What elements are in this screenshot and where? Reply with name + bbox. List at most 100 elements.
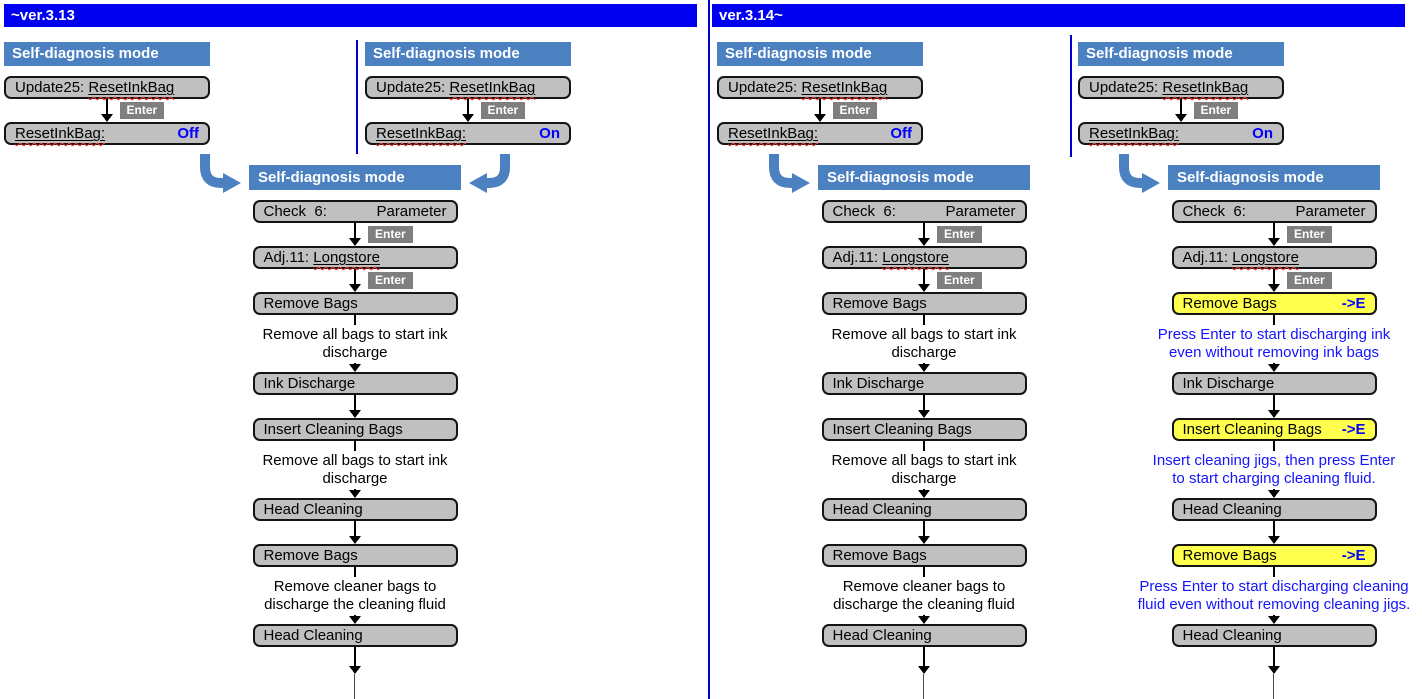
box-label: Insert Cleaning Bags	[832, 421, 972, 438]
box-label: Check 6:	[1182, 203, 1246, 220]
enter-key-badge: Enter	[937, 226, 982, 243]
misspelled-word: ResetInkBag:	[728, 125, 819, 142]
misspelled-word: ResetInkBag:	[376, 125, 467, 142]
flow-connector: Enter	[822, 223, 1027, 246]
flow-connector	[253, 363, 458, 372]
flow-connector	[822, 315, 1027, 325]
box-label: Head Cleaning	[263, 627, 363, 644]
note-line: Remove all bags to start ink	[262, 326, 448, 343]
arrowhead-icon	[100, 114, 113, 122]
flow-connector	[822, 441, 1027, 451]
flow-step-box: Remove Bags	[821, 544, 1027, 567]
flow-step-box: Head Cleaning	[821, 498, 1027, 521]
box-label: Adj.11: Longstore	[1183, 249, 1299, 266]
connector-line	[354, 441, 356, 451]
arrowhead-icon	[918, 616, 930, 624]
menu-label: Update25: ResetInkBag	[15, 79, 175, 96]
flow-connector: Enter	[717, 99, 922, 122]
curved-elbow-arrow-icon	[769, 154, 810, 193]
note-line: fluid even without removing cleaning jig…	[1137, 596, 1411, 613]
lcd-menu-box: Update25: ResetInkBag	[717, 76, 923, 99]
box-label: Check 6:	[832, 203, 896, 220]
lcd-menu-box: Update25: ResetInkBag	[365, 76, 571, 99]
divider-line-main	[708, 0, 710, 699]
arrowhead-icon	[813, 114, 826, 122]
connector-line	[923, 395, 925, 412]
arrowhead-icon	[1268, 536, 1280, 544]
arrowhead-icon	[461, 114, 474, 122]
note-line: discharge	[891, 470, 957, 487]
flow-connector	[253, 567, 458, 577]
box-right-value: ->E	[1341, 295, 1366, 312]
connector-line	[1273, 223, 1275, 240]
flow-connector	[1172, 441, 1377, 451]
flow-connector: Enter	[253, 269, 458, 292]
box-label: Head Cleaning	[1182, 627, 1282, 644]
flow-step-box: Remove Bags	[252, 292, 458, 315]
box-right-value: Parameter	[1295, 203, 1366, 220]
flow-connector	[1172, 489, 1377, 498]
box-label: Head Cleaning	[832, 501, 932, 518]
box-label: Remove Bags	[1182, 295, 1277, 312]
menu-label: Update25: ResetInkBag	[1089, 79, 1249, 96]
connector-line	[354, 521, 356, 538]
connector-line	[923, 441, 925, 451]
lcd-result-box: ResetInkBag: On	[365, 122, 571, 145]
box-label: Remove Bags	[263, 295, 358, 312]
flow-connector	[253, 521, 458, 544]
arrowhead-icon	[918, 490, 930, 498]
trailing-line	[354, 674, 355, 699]
arrowhead-icon	[1268, 284, 1280, 292]
arrowhead-icon	[349, 536, 361, 544]
box-label: Insert Cleaning Bags	[263, 421, 403, 438]
note-line: Remove all bags to start ink	[831, 326, 1017, 343]
misspelled-word: ResetInkBag	[1162, 79, 1249, 96]
connector-line	[354, 223, 356, 240]
box-label: Remove Bags	[832, 547, 927, 564]
flow-header-row: Self-diagnosis mode	[200, 154, 510, 193]
box-label: Head Cleaning	[263, 501, 363, 518]
connector-line	[1273, 567, 1275, 577]
flow-step-box: Head Cleaning	[1171, 498, 1377, 521]
lcd-menu-box: Update25: ResetInkBag	[4, 76, 210, 99]
misspelled-word: ResetInkBag	[88, 79, 175, 96]
arrowhead-icon	[349, 364, 361, 372]
arrowhead-icon	[918, 536, 930, 544]
arrowhead-icon	[918, 238, 930, 246]
flow-step-box: Ink Discharge	[1171, 372, 1377, 395]
connector-line	[354, 567, 356, 577]
flow-connector	[1172, 567, 1377, 577]
note-line: discharge	[322, 470, 388, 487]
enter-key-badge: Enter	[1287, 226, 1332, 243]
flow-connector	[253, 441, 458, 451]
flow-tail	[253, 647, 458, 699]
box-label: Head Cleaning	[832, 627, 932, 644]
connector-line	[818, 99, 821, 116]
connector-line	[1273, 395, 1275, 412]
misspelled-word: Longstore	[882, 249, 949, 266]
note-line: even without removing ink bags	[1168, 344, 1380, 361]
menu-label: Update25: ResetInkBag	[376, 79, 536, 96]
underlined-word: Longstore	[1232, 249, 1299, 266]
enter-key-badge: Enter	[368, 226, 413, 243]
box-label: Insert Cleaning Bags	[1182, 421, 1322, 438]
flow-step-box-highlighted: Insert Cleaning Bags->E	[1171, 418, 1377, 441]
flow-connector	[822, 521, 1027, 544]
flow-step-box: Head Cleaning	[252, 624, 458, 647]
version-title-left: ~ver.3.13	[4, 4, 697, 27]
arrowhead-icon	[349, 410, 361, 418]
lcd-menu-box: Update25: ResetInkBag	[1078, 76, 1284, 99]
curved-elbow-arrow-icon	[200, 154, 241, 193]
flow-step-box: Check 6:Parameter	[252, 200, 458, 223]
arrowhead-icon	[918, 410, 930, 418]
flow-connector: Enter	[1172, 269, 1377, 292]
menu-label: Update25: ResetInkBag	[728, 79, 888, 96]
panel-v314-off: Self-diagnosis mode Update25: ResetInkBa…	[717, 42, 923, 145]
